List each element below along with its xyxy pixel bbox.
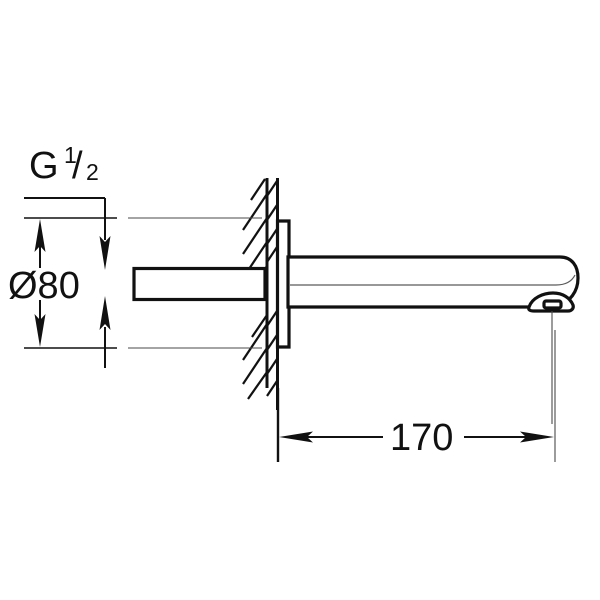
thread-size-denominator: 2 bbox=[86, 159, 99, 185]
diameter-label: Ø80 bbox=[8, 265, 80, 307]
projection-label: 170 bbox=[390, 417, 453, 459]
thread-leader bbox=[24, 197, 111, 368]
projection-dimension bbox=[276, 330, 556, 462]
aerator-outlet bbox=[527, 291, 575, 313]
thread-leader-arrow-down-icon bbox=[99, 236, 111, 270]
projection-arrow-left-icon bbox=[279, 431, 313, 443]
escutcheon-outline bbox=[275, 219, 291, 349]
wall-inner-hatching bbox=[266, 180, 278, 397]
diameter-extension-lines bbox=[24, 217, 262, 349]
inlet-pipe-outline bbox=[132, 266, 267, 302]
projection-arrow-right-icon bbox=[520, 431, 554, 443]
thread-size-prefix: G bbox=[29, 145, 59, 187]
aerator-insert bbox=[542, 299, 563, 310]
thread-size-numerator: 1 bbox=[64, 142, 77, 168]
spout-inner-line bbox=[290, 274, 576, 286]
wall-section bbox=[242, 178, 279, 410]
thread-size-fraction-bar: / bbox=[72, 145, 83, 187]
diameter-arrow-up-icon bbox=[34, 219, 46, 252]
diameter-arrow-down-icon bbox=[34, 314, 46, 347]
thread-leader-arrow-up-icon bbox=[99, 296, 111, 330]
threaded-inlet-pipe bbox=[132, 266, 267, 302]
thread-size-label: G 1 / 2 bbox=[29, 142, 99, 187]
diameter-dimension bbox=[34, 219, 46, 347]
escutcheon-flange bbox=[275, 219, 291, 349]
